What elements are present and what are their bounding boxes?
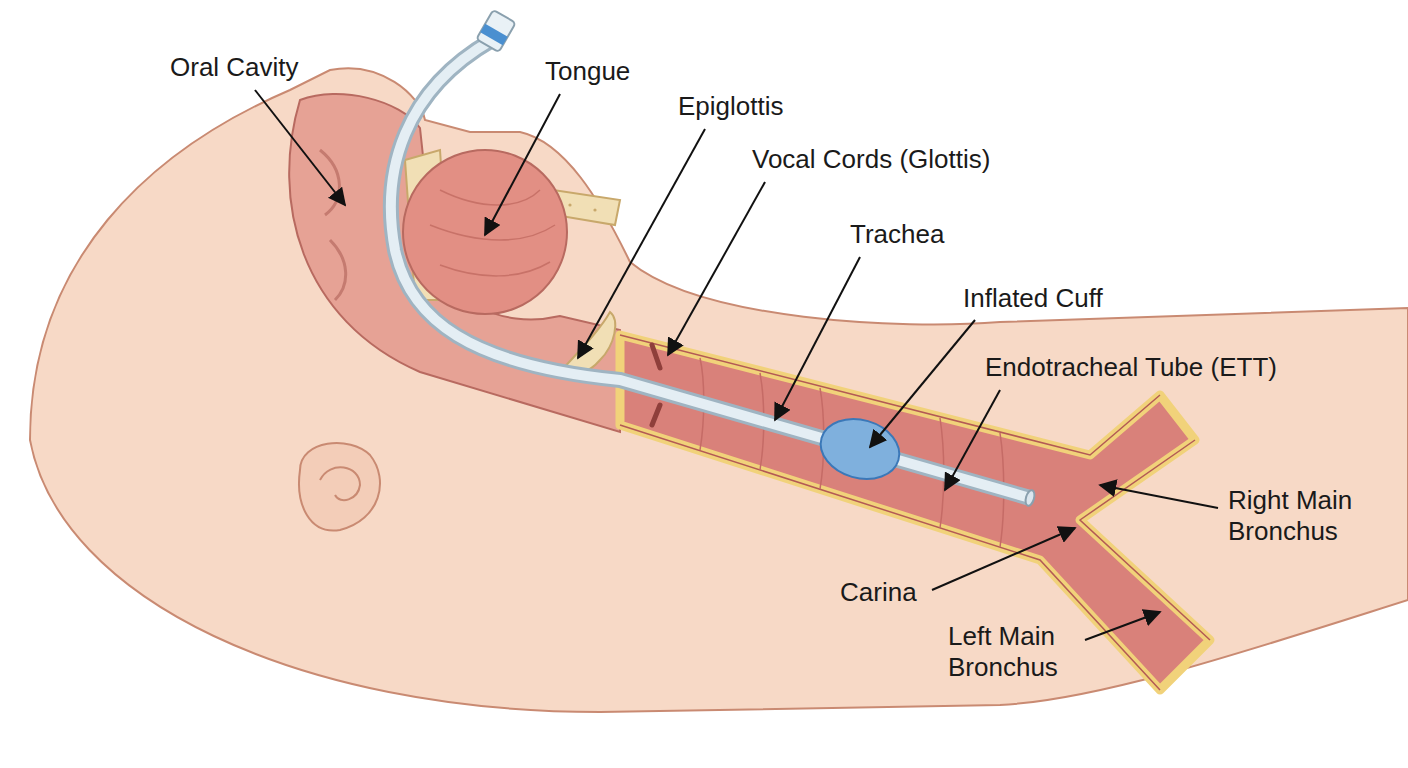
inflated-cuff: [814, 410, 907, 488]
anatomy-label: Trachea: [850, 219, 944, 250]
anatomy-label: Carina: [840, 577, 917, 608]
tongue-striation: [430, 190, 555, 276]
ear-fold: [320, 467, 360, 500]
tube-connector-band: [480, 24, 508, 46]
endotracheal-tube-lumen: [391, 40, 1030, 498]
anatomy-label: Tongue: [545, 56, 630, 87]
head-profile: [30, 68, 1408, 712]
endotracheal-tube: [391, 40, 1030, 498]
anatomy-label: Vocal Cords (Glottis): [752, 144, 990, 175]
anatomy-label: Epiglottis: [678, 91, 784, 122]
tube-tip: [1024, 489, 1036, 507]
device-label: Inflated Cuff: [963, 283, 1103, 314]
anatomy-label: Right Main Bronchus: [1228, 485, 1378, 547]
nasal-folds: [320, 150, 346, 300]
trachea-rings: [700, 358, 1004, 547]
anatomy-label: Oral Cavity: [170, 52, 299, 83]
trachea-wall: [620, 335, 1210, 690]
tube-connector: [476, 10, 516, 52]
trachea-lining: [620, 335, 1210, 690]
tongue: [403, 150, 567, 314]
device-label: Endotracheal Tube (ETT): [985, 352, 1277, 383]
anatomy-label: Left Main Bronchus: [948, 621, 1098, 683]
ear: [299, 443, 380, 531]
